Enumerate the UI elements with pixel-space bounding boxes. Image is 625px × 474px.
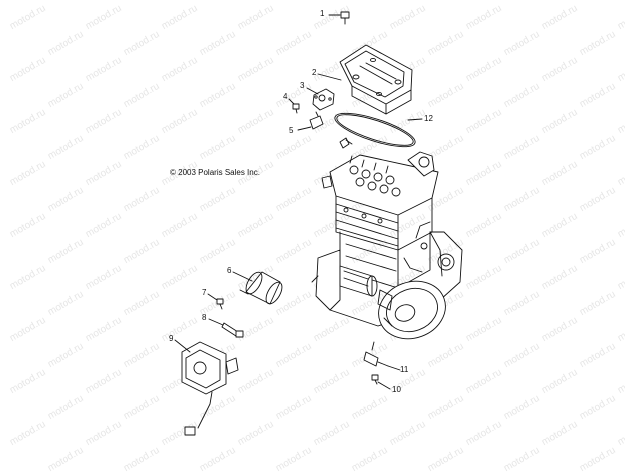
- flange-part-3: [306, 87, 335, 111]
- callout-5: 5: [289, 126, 294, 135]
- callout-7: 7: [202, 288, 207, 297]
- bolt-part-1: [328, 11, 350, 25]
- engine-block: [311, 151, 463, 340]
- throttle-body-part-9: [174, 339, 239, 436]
- sensor-part-11: [363, 341, 401, 371]
- callout-11: 11: [400, 365, 409, 374]
- callout-10: 10: [392, 385, 401, 394]
- callout-4: 4: [283, 92, 288, 101]
- intake-boot-part-6: [232, 271, 283, 305]
- callout-9: 9: [169, 334, 174, 343]
- screw-part-7: [207, 293, 224, 310]
- o-ring-part-12: [334, 112, 423, 148]
- sensor-part-5: [297, 111, 353, 149]
- callout-1: 1: [320, 9, 325, 18]
- callout-2: 2: [312, 68, 317, 77]
- callout-6: 6: [227, 266, 232, 275]
- stud-part-8: [208, 318, 244, 338]
- copyright-notice: © 2003 Polaris Sales Inc.: [170, 168, 260, 177]
- head-cover-part-2: [317, 44, 413, 115]
- callout-8: 8: [202, 313, 207, 322]
- callout-3: 3: [300, 81, 305, 90]
- bolt-part-10: [371, 374, 391, 390]
- screw-part-4: [288, 98, 300, 114]
- callout-12: 12: [424, 114, 433, 123]
